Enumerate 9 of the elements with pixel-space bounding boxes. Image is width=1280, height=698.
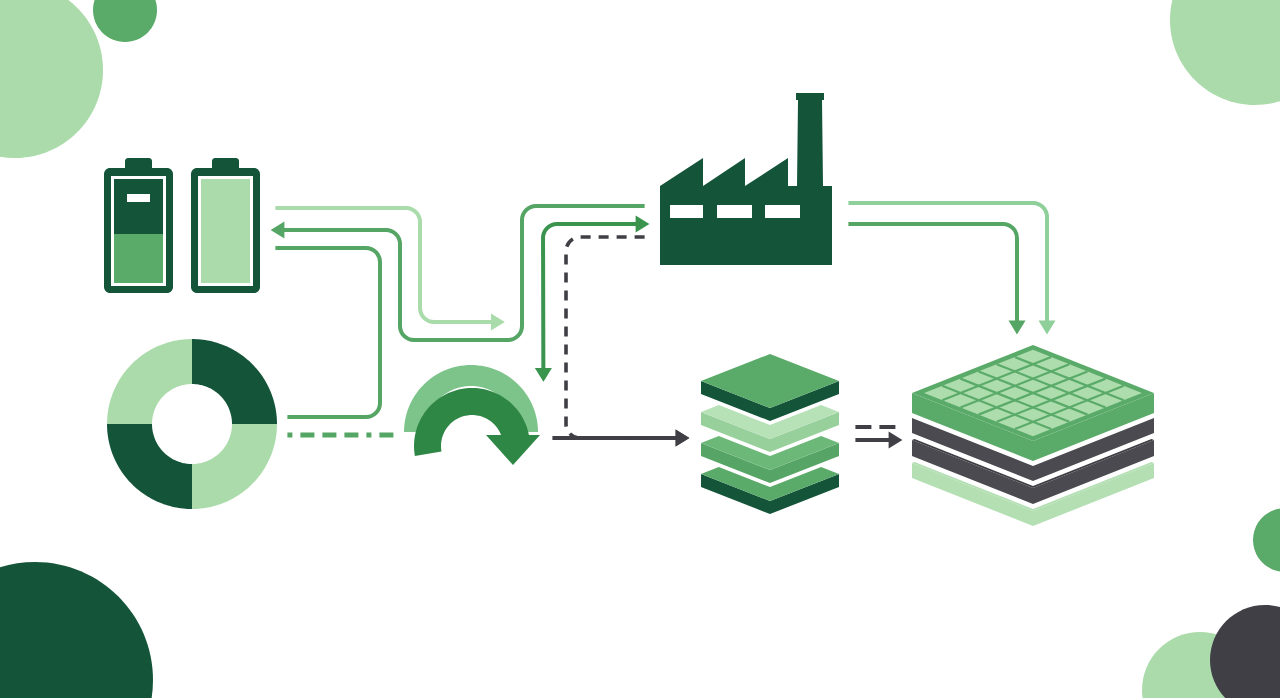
donut-chart	[107, 339, 277, 509]
dashed-connector-line	[855, 425, 897, 429]
layer-stack-icon	[701, 354, 839, 514]
battery-icon	[104, 158, 173, 293]
grid-layer-stack-icon	[912, 345, 1154, 526]
battery-icon	[191, 158, 260, 293]
factory-icon	[660, 93, 832, 265]
curved-arrow-icon	[404, 365, 540, 465]
connector-line	[275, 246, 382, 419]
